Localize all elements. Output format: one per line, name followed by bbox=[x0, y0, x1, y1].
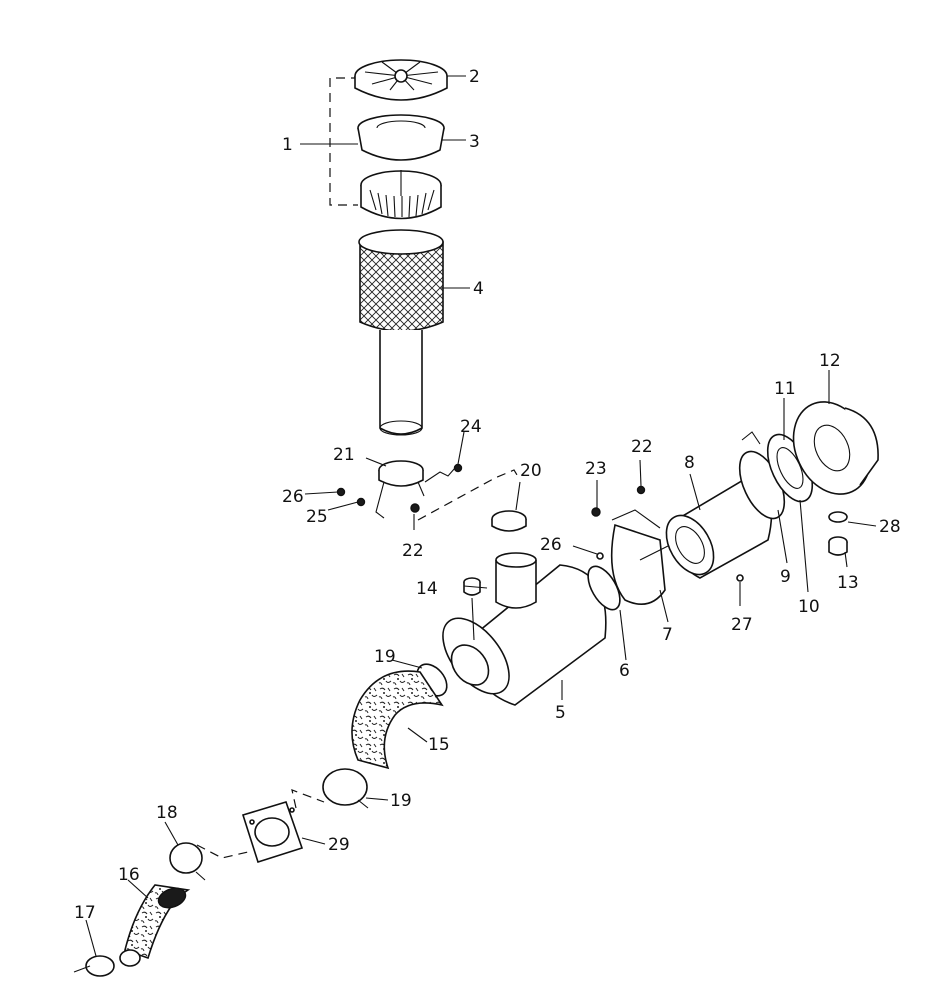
mounting-clamp-assembly bbox=[336, 460, 521, 521]
callout-4: 4 bbox=[473, 279, 484, 299]
top-cap bbox=[354, 59, 448, 101]
callout-14: 14 bbox=[416, 579, 438, 599]
callout-22-left: 22 bbox=[402, 541, 424, 561]
main-canister bbox=[442, 552, 621, 706]
callout-26-left: 26 bbox=[282, 487, 304, 507]
callout-7: 7 bbox=[662, 625, 673, 645]
intake-tube bbox=[379, 330, 423, 436]
mesh-screen bbox=[358, 229, 444, 332]
callout-9: 9 bbox=[780, 567, 791, 587]
elbow-hose-16 bbox=[119, 884, 191, 967]
callout-23: 23 bbox=[585, 459, 607, 479]
vane-rotor bbox=[360, 170, 442, 220]
fasteners bbox=[591, 485, 744, 582]
callout-20: 20 bbox=[520, 461, 542, 481]
hose-clamp-18 bbox=[169, 842, 206, 881]
callout-11: 11 bbox=[774, 379, 796, 399]
callout-16: 16 bbox=[118, 865, 140, 885]
callout-29: 29 bbox=[328, 835, 350, 855]
callout-27: 27 bbox=[731, 615, 753, 635]
pre-cleaner-stack bbox=[329, 59, 448, 436]
callout-15: 15 bbox=[428, 735, 450, 755]
callout-21: 21 bbox=[333, 445, 355, 465]
hose-clamp-20 bbox=[491, 510, 527, 532]
callout-1: 1 bbox=[282, 135, 293, 155]
hose-clamp-19-lower bbox=[322, 768, 369, 809]
callout-13: 13 bbox=[837, 573, 859, 593]
flange-adapter-29 bbox=[241, 801, 304, 864]
callout-2: 2 bbox=[469, 67, 480, 87]
callout-6: 6 bbox=[619, 661, 630, 681]
callout-26-right: 26 bbox=[540, 535, 562, 555]
callout-18: 18 bbox=[156, 803, 178, 823]
callout-24: 24 bbox=[460, 417, 482, 437]
callout-22-right: 22 bbox=[631, 437, 653, 457]
callout-12: 12 bbox=[819, 351, 841, 371]
callout-8: 8 bbox=[684, 453, 695, 473]
leader-lines bbox=[85, 75, 877, 957]
callout-5: 5 bbox=[555, 703, 566, 723]
elbow-hose-15 bbox=[351, 670, 444, 770]
callout-19-lower: 19 bbox=[390, 791, 412, 811]
callout-28: 28 bbox=[879, 517, 901, 537]
cone-ring bbox=[357, 114, 445, 161]
callout-25: 25 bbox=[306, 507, 328, 527]
callout-10: 10 bbox=[798, 597, 820, 617]
end-cap bbox=[792, 401, 879, 556]
callout-19-upper: 19 bbox=[374, 647, 396, 667]
callout-17: 17 bbox=[74, 903, 96, 923]
callout-labels: 1 2 3 4 5 6 7 8 9 10 11 12 13 14 15 16 1… bbox=[74, 67, 901, 923]
hose-clamp-17 bbox=[73, 955, 115, 977]
callout-3: 3 bbox=[469, 132, 480, 152]
